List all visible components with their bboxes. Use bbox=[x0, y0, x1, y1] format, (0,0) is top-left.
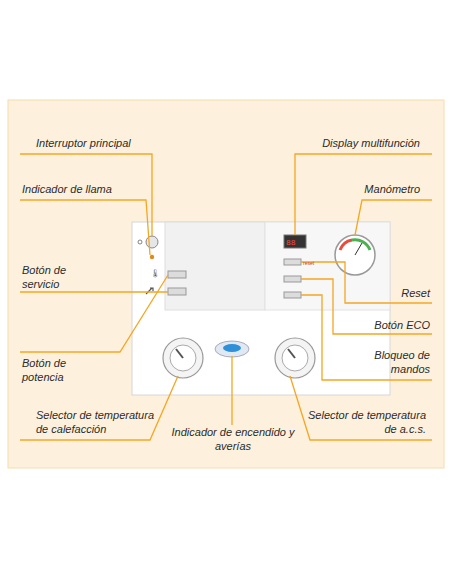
callout-label: Reset bbox=[370, 286, 430, 300]
leader-line bbox=[295, 154, 432, 235]
manometer-red-zone bbox=[340, 240, 352, 250]
leader-line bbox=[20, 200, 150, 255]
dhw-dial bbox=[275, 338, 315, 378]
eco-button bbox=[284, 276, 301, 282]
heating-pointer bbox=[176, 349, 183, 358]
leader-line bbox=[355, 200, 432, 235]
reset-button bbox=[284, 259, 301, 265]
main-switch bbox=[146, 236, 158, 248]
panel-marking: reset bbox=[303, 260, 323, 266]
wrench-icon bbox=[146, 288, 153, 294]
leader-lines bbox=[20, 154, 432, 440]
heating-knob bbox=[170, 345, 196, 371]
callout-label: Botón ECO bbox=[340, 318, 430, 332]
leader-line bbox=[301, 295, 432, 380]
status-bezel bbox=[215, 341, 249, 357]
callout-label: Indicador de llama bbox=[22, 182, 152, 196]
callout-label: Manómetro bbox=[320, 182, 420, 196]
leader-line bbox=[20, 291, 168, 292]
leader-line bbox=[20, 376, 178, 440]
service-button bbox=[168, 288, 186, 295]
dhw-knob bbox=[282, 345, 308, 371]
display-digits: 88 bbox=[286, 238, 296, 247]
off-symbol bbox=[138, 240, 142, 244]
leader-line bbox=[231, 356, 232, 425]
right-module bbox=[265, 222, 390, 310]
lock-button bbox=[284, 292, 301, 298]
flame-led bbox=[150, 255, 154, 259]
callout-label: Interruptor principal bbox=[36, 136, 186, 150]
leader-line bbox=[301, 279, 432, 334]
leader-line bbox=[20, 154, 152, 236]
callout-label: Indicador de encendido y averías bbox=[168, 425, 298, 453]
callout-label: Bloqueo de mandos bbox=[360, 348, 430, 376]
manometer-dial bbox=[335, 235, 375, 275]
callout-label: Display multifunción bbox=[290, 136, 420, 150]
background-band bbox=[8, 100, 444, 468]
manometer-needle bbox=[355, 243, 362, 255]
leader-line bbox=[301, 262, 432, 303]
dhw-pointer bbox=[288, 349, 295, 358]
center-cover bbox=[165, 222, 265, 310]
leader-line bbox=[290, 376, 432, 440]
control-panel bbox=[132, 222, 390, 395]
heating-dial bbox=[163, 338, 203, 378]
display bbox=[284, 235, 306, 248]
callout-label: Selector de temperatura de calefacción bbox=[36, 408, 166, 436]
power-button bbox=[168, 271, 186, 278]
thermometer-icon: 🌡 bbox=[150, 269, 160, 278]
callout-label: Botón de potencia bbox=[22, 356, 92, 384]
callout-label: Selector de temperatura de a.c.s. bbox=[296, 408, 426, 436]
status-led bbox=[223, 344, 241, 352]
callout-label: Botón de servicio bbox=[22, 263, 92, 291]
